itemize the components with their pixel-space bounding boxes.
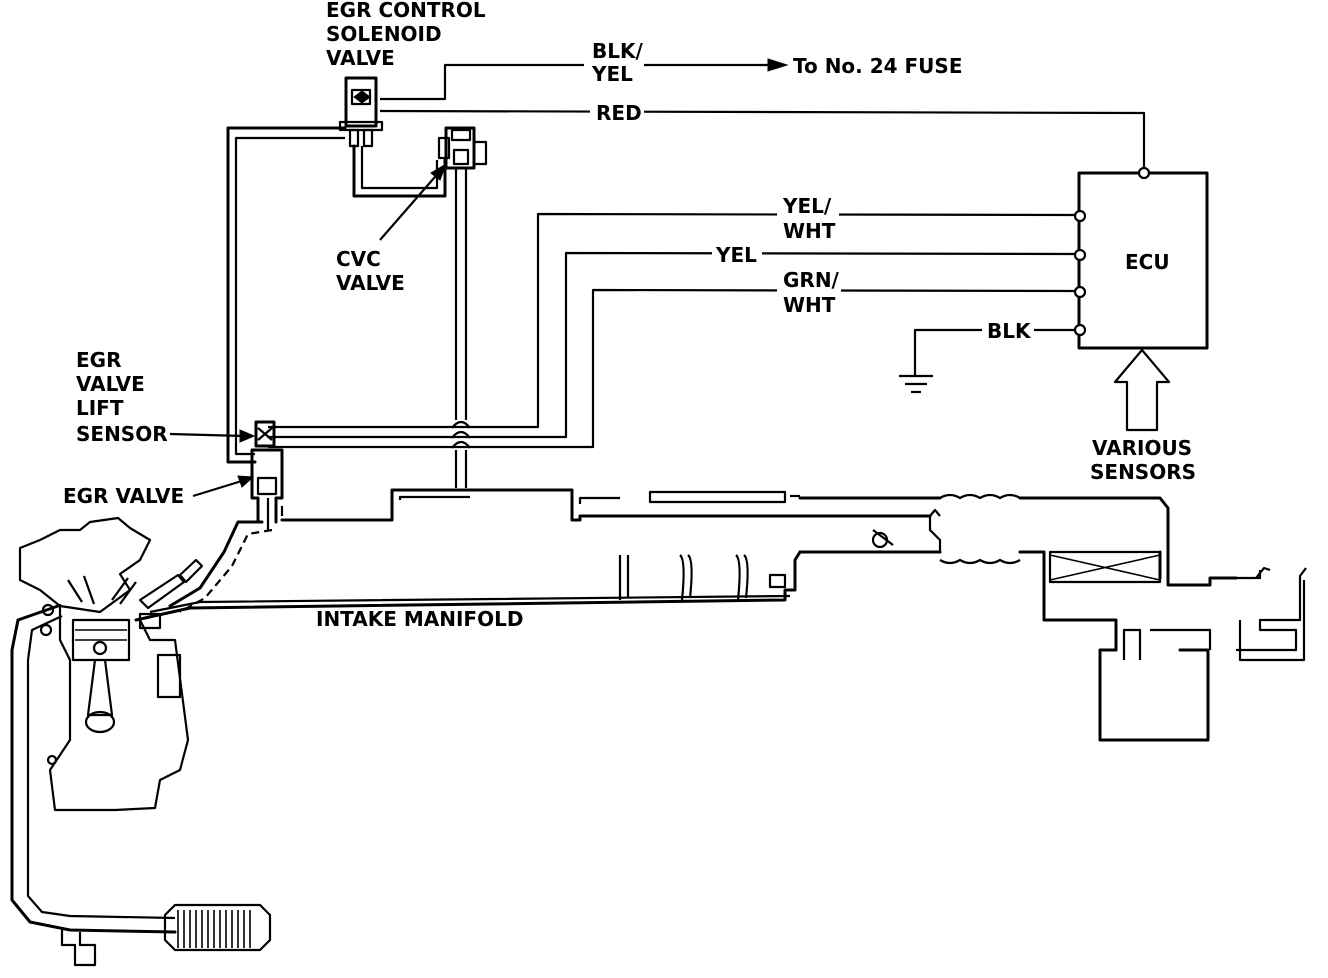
wire-label-blk-yel-2: YEL [591, 62, 633, 86]
wire-label-grn-wht-2: WHT [783, 293, 836, 317]
egr-control-label-2: SOLENOID [326, 22, 442, 46]
engine-block [18, 516, 204, 812]
ecu-terminal-yel-wht [1073, 209, 1087, 223]
wire-label-yel-wht-2: WHT [783, 219, 836, 243]
intake-duct [134, 488, 1307, 742]
wire-red [379, 109, 1146, 168]
exhaust-pipe [10, 604, 272, 967]
egr-valve-lift-sensor [254, 420, 276, 448]
wire-label-yel: YEL [715, 243, 757, 267]
wire-blk-yel [380, 63, 770, 101]
intake-manifold-label: INTAKE MANIFOLD [316, 607, 523, 631]
cvc-label-1: CVC [336, 247, 381, 271]
lift-sensor-label-2: VALVE [76, 372, 145, 396]
wire-yel [268, 251, 1076, 439]
cvc-label-2: VALVE [336, 271, 405, 295]
vacuum-hose-cvc [352, 144, 447, 198]
cvc-valve [437, 126, 488, 420]
wire-label-yel-wht-1: YEL/ [782, 194, 832, 218]
lift-sensor-label-1: EGR [76, 348, 121, 372]
ecu-terminal-red [1137, 166, 1151, 180]
wire-label-blk-yel-1: BLK/ [592, 39, 643, 63]
vacuum-hose-left [226, 126, 347, 464]
ecu-terminal-grn-wht [1073, 285, 1087, 299]
egr-valve [250, 448, 284, 530]
ecu-terminal-blk [1073, 323, 1087, 337]
fuse-label: To No. 24 FUSE [793, 54, 963, 78]
ecu-terminal-yel [1073, 248, 1087, 262]
egr-control-label-3: VALVE [326, 46, 395, 70]
wire-label-red: RED [596, 101, 642, 125]
lift-sensor-label-3: LIFT [76, 396, 124, 420]
fuse-arrow-icon [767, 58, 789, 72]
ecu-label: ECU [1125, 250, 1170, 274]
egr-pipe [168, 520, 264, 608]
various-sensors-arrow [1113, 348, 1171, 432]
various-sensors-label-1: VARIOUS [1092, 436, 1192, 460]
wire-label-grn-wht-1: GRN/ [783, 268, 840, 292]
wire-label-blk: BLK [987, 319, 1032, 343]
lift-sensor-pointer-arrow [169, 432, 245, 438]
egr-valve-label: EGR VALVE [63, 484, 184, 508]
cvc-pointer-arrow [379, 169, 442, 241]
egr-valve-pointer-arrow [192, 478, 246, 498]
egr-control-solenoid-valve [338, 76, 384, 148]
wire-yel-wht [268, 212, 1076, 429]
egr-control-label-1: EGR CONTROL [326, 0, 486, 22]
various-sensors-label-2: SENSORS [1090, 460, 1196, 484]
lift-sensor-label-4: SENSOR [76, 422, 168, 446]
hose-junction [451, 420, 471, 488]
wire-grn-wht [268, 288, 1076, 449]
ecu-box: ECU [1073, 166, 1209, 350]
